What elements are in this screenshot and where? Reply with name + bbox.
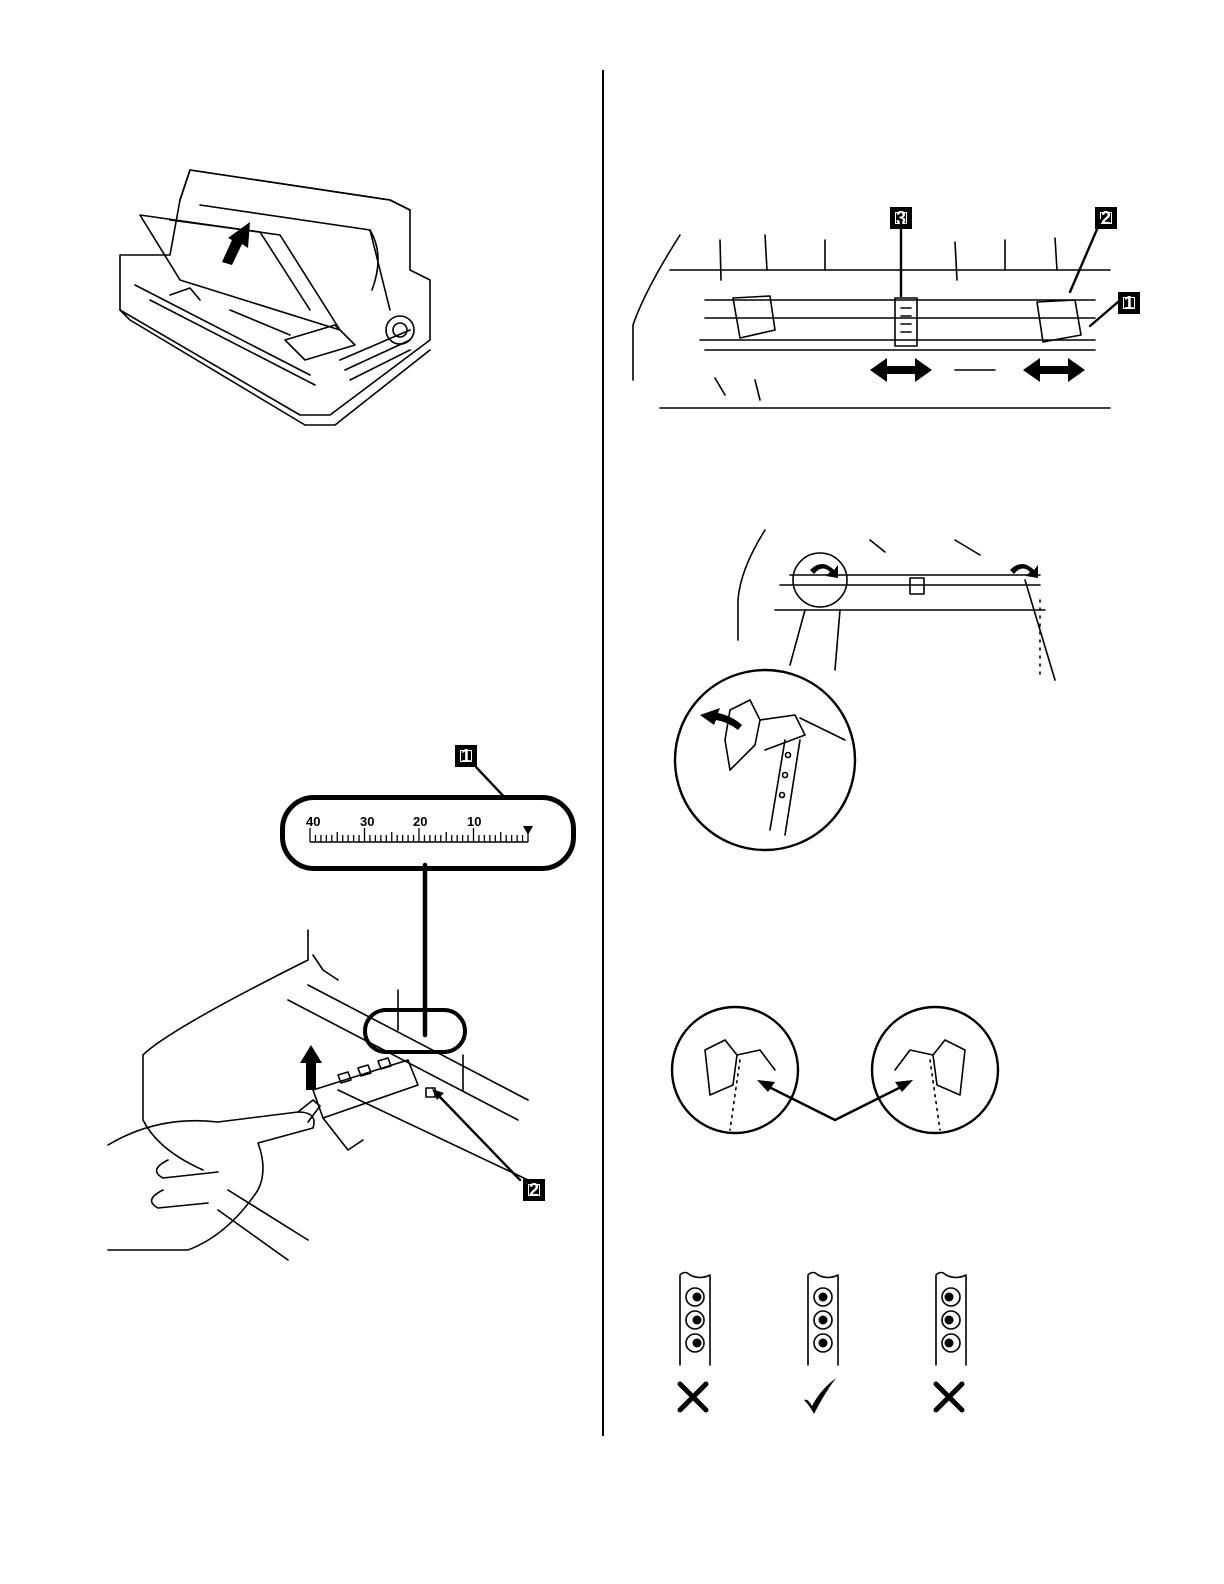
callout-2-left: 2 [523,1179,545,1201]
check-mark-icon [800,1376,840,1416]
tractor-position-detail [665,1000,1005,1140]
pin-alignment-strips [675,1270,975,1370]
callout-1-right: 1 [1118,292,1140,314]
cross-mark-icon [676,1380,710,1414]
cross-mark-icon [932,1380,966,1414]
tractor-assembly-illustration [625,230,1115,415]
tractor-lock-illustration [670,530,1060,850]
